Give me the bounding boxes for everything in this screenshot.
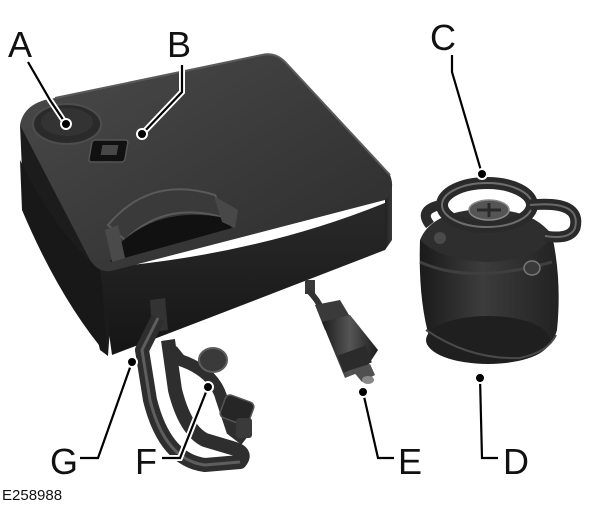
callout-g: G xyxy=(50,441,78,482)
callout-d: D xyxy=(503,441,529,482)
callout-f: F xyxy=(135,441,157,482)
sealant-canister xyxy=(419,177,582,364)
power-plug xyxy=(305,287,378,384)
callout-c: C xyxy=(430,17,456,58)
callout-e: E xyxy=(398,441,422,482)
callout-b: B xyxy=(167,24,191,65)
callout-leaders xyxy=(25,55,498,461)
inflation-hose xyxy=(135,314,255,472)
compressor-unit xyxy=(20,53,393,356)
figure-reference: E258988 xyxy=(2,487,63,504)
callout-a: A xyxy=(8,24,32,65)
